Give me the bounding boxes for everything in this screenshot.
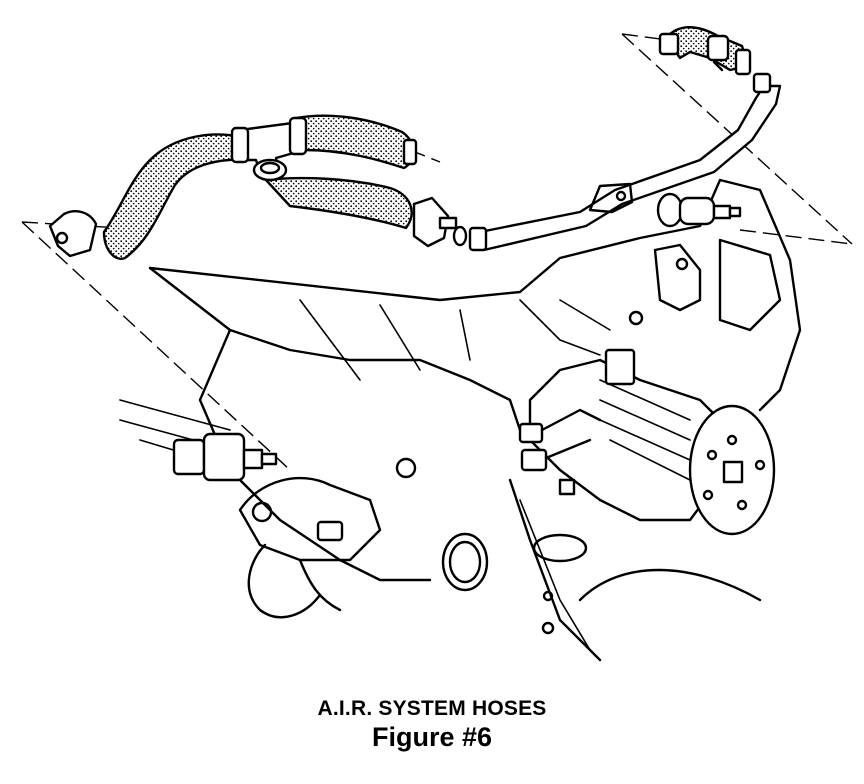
diagram-caption-title: A.I.R. SYSTEM HOSES xyxy=(317,697,547,720)
air-check-valve-left xyxy=(172,432,278,482)
hose-clamps xyxy=(48,196,468,258)
air-pipe xyxy=(468,72,782,252)
detail-leader-lines xyxy=(21,33,853,471)
air-injection-fittings xyxy=(316,408,602,542)
left-hose-assembly xyxy=(102,114,418,260)
exhaust-manifold xyxy=(238,477,382,619)
water-pump xyxy=(528,348,776,536)
upper-right-hose xyxy=(658,26,752,76)
timing-cover xyxy=(441,478,762,662)
air-system-hoses-diagram xyxy=(21,26,853,662)
figure-number: Figure #6 xyxy=(371,722,493,752)
air-check-valve-right xyxy=(656,192,742,228)
engine-block xyxy=(119,178,802,582)
